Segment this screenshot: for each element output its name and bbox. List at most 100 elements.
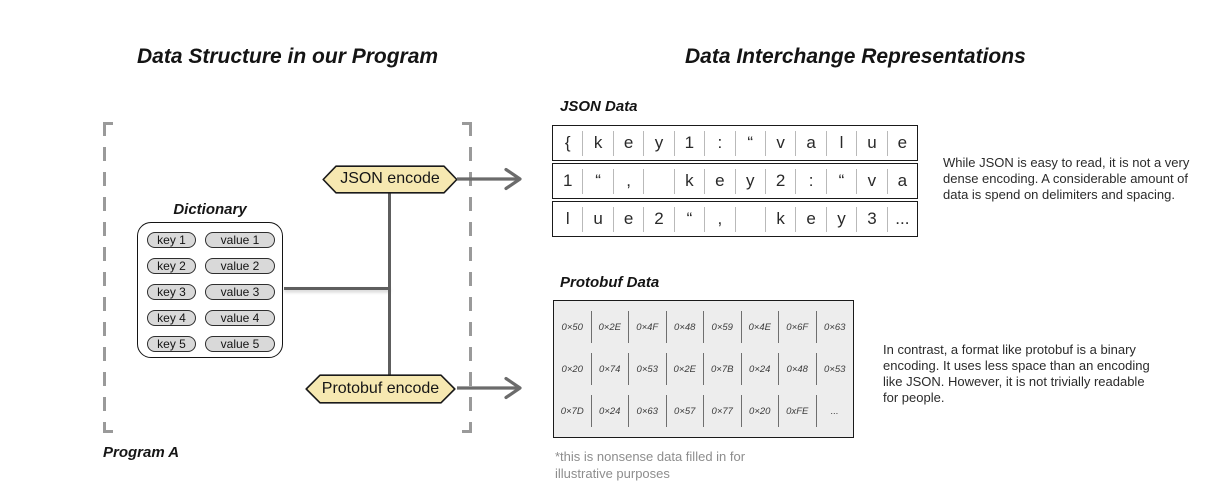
hexagon-shape — [322, 165, 458, 194]
protobuf-byte-cell: 0×53 — [815, 353, 854, 385]
json-character-cell: “ — [734, 130, 765, 156]
nonsense-data-footnote: *this is nonsense data filled in for ill… — [555, 449, 746, 481]
json-character-cell: v — [764, 130, 795, 156]
json-character-cell: u — [582, 206, 612, 232]
json-character-cell: 2 — [643, 206, 673, 232]
protobuf-byte-cell: 0×77 — [703, 395, 741, 427]
protobuf-byte-cell: 0×4F — [628, 311, 666, 343]
json-character-cell: k — [673, 168, 704, 194]
json-character-cell: “ — [825, 168, 856, 194]
protobuf-byte-cell: 0×20 — [740, 395, 779, 427]
json-character-cell: ... — [886, 206, 917, 232]
json-character-cell: y — [734, 168, 765, 194]
json-character-cell: k — [764, 206, 795, 232]
protobuf-byte-cell: 0×20 — [561, 363, 583, 375]
right-title: Data Interchange Representations — [685, 45, 1026, 68]
json-character-cell: e — [612, 206, 643, 232]
json-encode-step: JSON encode — [322, 165, 458, 194]
json-character-cell: { — [564, 133, 571, 152]
protobuf-byte-cell: 0×59 — [703, 311, 741, 343]
program-boundary-left-bracket — [103, 122, 113, 433]
value-pill: value 3 — [205, 284, 275, 300]
left-title: Data Structure in our Program — [137, 45, 439, 68]
protobuf-byte-cell: 0×74 — [590, 353, 629, 385]
protobuf-byte-cell: 0×4E — [740, 311, 779, 343]
protobuf-encode-step: Protobuf encode — [305, 374, 456, 404]
key-pill: key 2 — [147, 258, 196, 274]
json-character-cell: e — [704, 168, 734, 194]
json-character-cell: 1 — [562, 171, 573, 190]
json-character-cell: u — [856, 130, 886, 156]
protobuf-byte-cell: 0×7D — [560, 405, 584, 417]
json-character-cell: a — [886, 168, 917, 194]
key-pill: key 3 — [147, 284, 196, 300]
json-character-cell: , — [704, 206, 734, 232]
protobuf-byte-cell: 0×2E — [590, 311, 629, 343]
json-encode-label: JSON encode — [340, 170, 440, 187]
connector-horizontal-line — [284, 287, 390, 290]
json-character-cell: : — [795, 168, 825, 194]
protobuf-byte-cell: 0×53 — [628, 353, 666, 385]
protobuf-byte-cell: 0×24 — [590, 395, 629, 427]
json-character-cell: e — [795, 206, 825, 232]
json-character-cell: v — [856, 168, 886, 194]
key-pill: key 1 — [147, 232, 196, 248]
dictionary-row: key 1 value 1 — [147, 232, 282, 248]
protobuf-encode-arrow-icon — [457, 376, 522, 400]
value-pill: value 4 — [205, 310, 275, 326]
json-character-cell: 1 — [673, 130, 704, 156]
json-data-title: JSON Data — [560, 98, 638, 115]
value-pill: value 5 — [205, 336, 275, 352]
protobuf-byte-cell: 0×6F — [778, 311, 816, 343]
protobuf-note: In contrast, a format like protobuf is a… — [883, 342, 1150, 405]
json-character-cell: l — [565, 209, 570, 228]
connector-vertical-line — [388, 193, 391, 376]
dictionary-row: key 3 value 3 — [147, 284, 282, 300]
json-character-cell: , — [612, 168, 643, 194]
json-character-cell: a — [795, 130, 825, 156]
value-pill: value 1 — [205, 232, 275, 248]
json-character-cell: y — [825, 206, 856, 232]
protobuf-byte-cell: 0×7B — [703, 353, 741, 385]
key-pill: key 5 — [147, 336, 196, 352]
protobuf-byte-cell: 0×24 — [740, 353, 779, 385]
protobuf-byte-cell: 0×63 — [815, 311, 854, 343]
json-character-cell: e — [886, 130, 917, 156]
hexagon-shape — [305, 374, 456, 404]
protobuf-byte-cell: 0×57 — [665, 395, 704, 427]
protobuf-byte-cell: 0xFE — [778, 395, 816, 427]
dictionary-row: key 4 value 4 — [147, 310, 282, 326]
json-character-cell: 2 — [764, 168, 795, 194]
protobuf-byte-cell: 0×48 — [778, 353, 816, 385]
json-character-cell — [734, 206, 765, 232]
json-character-cell — [643, 168, 673, 194]
program-label: Program A — [103, 444, 180, 461]
protobuf-byte-cell: 0×50 — [561, 321, 583, 333]
dictionary-row: key 2 value 2 — [147, 258, 282, 274]
program-boundary-right-bracket — [462, 122, 472, 433]
json-note: While JSON is easy to read, it is not a … — [943, 155, 1190, 202]
json-character-cell: l — [825, 130, 856, 156]
value-pill: value 2 — [205, 258, 275, 274]
dictionary-row: key 5 value 5 — [147, 336, 282, 352]
json-encode-arrow-icon — [457, 167, 522, 191]
json-character-cell: k — [582, 130, 612, 156]
json-character-cell: “ — [673, 206, 704, 232]
protobuf-data-title: Protobuf Data — [560, 274, 660, 291]
dictionary-label: Dictionary — [173, 201, 247, 218]
protobuf-byte-cell: ... — [815, 395, 854, 427]
key-pill: key 4 — [147, 310, 196, 326]
protobuf-encode-label: Protobuf encode — [321, 379, 440, 397]
protobuf-byte-cell: 0×2E — [665, 353, 704, 385]
json-character-cell: “ — [582, 168, 612, 194]
